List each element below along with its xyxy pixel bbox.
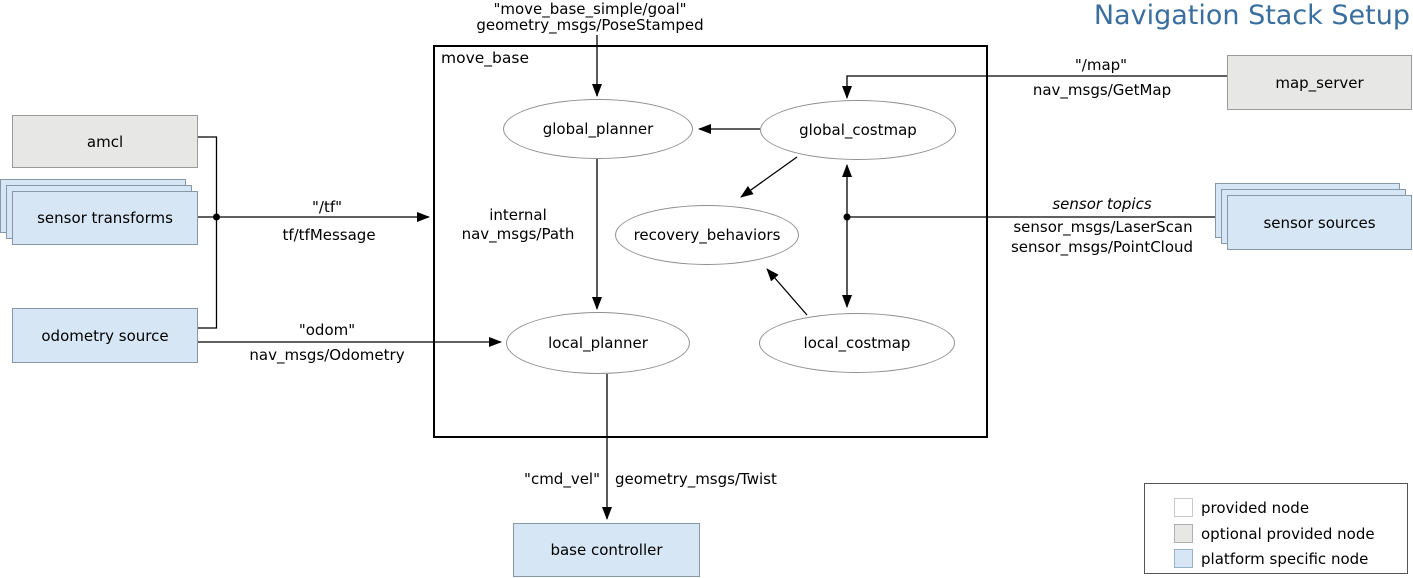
move-base-label: move_base: [441, 49, 529, 67]
node-odometry-source: odometry source: [12, 308, 198, 363]
edge-label-cmd-vel-type: geometry_msgs/Twist: [615, 470, 777, 488]
edge-label-internal-type: nav_msgs/Path: [461, 225, 575, 243]
diagram-title: Navigation Stack Setup: [1093, 0, 1410, 31]
edge-tf-bracket: [197, 136, 218, 329]
node-local-planner: local_planner: [506, 312, 690, 374]
edge-label-map-topic: "/map": [1074, 56, 1128, 74]
edge-map-to-global-costmap: [842, 75, 1227, 99]
node-global-planner: global_planner: [503, 99, 693, 159]
legend: provided node optional provided node pla…: [1144, 483, 1408, 574]
node-amcl: amcl: [12, 115, 198, 168]
edge-label-cmd-vel-topic: "cmd_vel": [524, 470, 600, 488]
edge-label-goal-type: geometry_msgs/PoseStamped: [476, 16, 704, 34]
legend-swatch-platform: [1174, 549, 1193, 568]
edge-label-tf-topic: "/tf": [311, 198, 343, 216]
edge-label-internal-word: internal: [489, 206, 547, 224]
node-sensor-transforms: sensor transforms: [12, 191, 198, 245]
node-local-costmap: local_costmap: [759, 313, 955, 373]
legend-row-optional: optional provided node: [1174, 524, 1375, 543]
legend-row-platform: platform specific node: [1174, 549, 1368, 568]
edge-label-odom-type: nav_msgs/Odometry: [249, 346, 405, 364]
legend-label-provided: provided node: [1201, 498, 1310, 517]
edge-global-costmap-to-recovery: [740, 156, 798, 198]
legend-swatch-provided: [1174, 498, 1193, 517]
node-global-costmap: global_costmap: [760, 100, 956, 160]
edge-label-odom-topic: "odom": [298, 321, 356, 339]
edge-local-costmap-to-recovery: [766, 268, 808, 316]
edge-label-tf-type: tf/tfMessage: [282, 226, 376, 244]
node-base-controller: base controller: [513, 523, 700, 577]
move-base-container: move_base: [433, 45, 988, 438]
node-recovery-behaviors: recovery_behaviors: [615, 205, 799, 265]
junction-dot-tf: [213, 213, 220, 221]
edge-label-sensor-laserscan: sensor_msgs/LaserScan: [1013, 218, 1193, 236]
edge-label-sensor-topics: sensor topics: [1052, 195, 1152, 213]
legend-row-provided: provided node: [1174, 498, 1309, 517]
edge-label-internal: internal nav_msgs/Path: [462, 206, 575, 244]
edge-label-sensor-pointcloud: sensor_msgs/PointCloud: [1010, 238, 1194, 256]
legend-swatch-optional: [1174, 524, 1193, 543]
node-sensor-sources: sensor sources: [1227, 195, 1412, 250]
node-map-server: map_server: [1227, 55, 1412, 110]
junction-dot-sensor: [843, 213, 851, 221]
edge-label-map-type: nav_msgs/GetMap: [1032, 81, 1172, 99]
legend-label-optional: optional provided node: [1201, 524, 1375, 543]
legend-label-platform: platform specific node: [1201, 549, 1369, 568]
edge-label-goal-topic: "move_base_simple/goal": [493, 0, 687, 18]
edge-label-goal: "move_base_simple/goal" geometry_msgs/Po…: [476, 1, 703, 33]
